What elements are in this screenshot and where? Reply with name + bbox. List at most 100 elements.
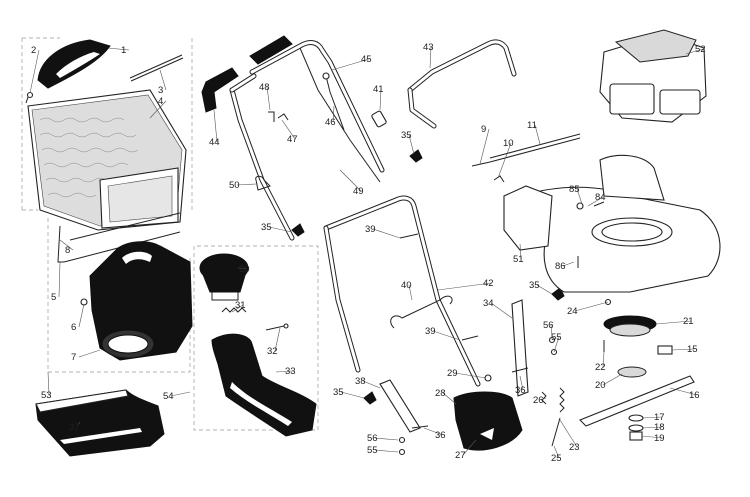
- callout-leader-27: [462, 439, 477, 456]
- callout-label-6: 6: [71, 322, 76, 333]
- callout-label-18: 18: [654, 422, 665, 433]
- adapter-20: [617, 366, 647, 378]
- callout-leader-85: [576, 188, 583, 205]
- callout-label-26: 26: [533, 395, 544, 406]
- callout-leader-5: [58, 261, 61, 298]
- callout-leader-35: [268, 226, 293, 233]
- knob-35-c: [363, 391, 377, 405]
- callout-label-10: 10: [503, 138, 514, 149]
- callout-leader-48: [266, 86, 271, 111]
- bolt-84: [593, 201, 605, 207]
- callout-leader-44: [213, 109, 218, 143]
- callout-leader-49: [339, 169, 362, 192]
- callout-label-51: 51: [513, 254, 524, 265]
- callout-leader-7: [78, 349, 101, 358]
- callout-leader-55: [374, 449, 399, 453]
- bracket-25: [551, 417, 561, 447]
- callout-label-53: 53: [41, 390, 52, 401]
- callout-label-21: 21: [683, 316, 694, 327]
- callout-label-35: 35: [261, 222, 272, 233]
- handle-bracket-right-34: [511, 299, 529, 397]
- callout-label-56: 56: [367, 433, 378, 444]
- callout-leader-50: [236, 183, 257, 186]
- cable-part: [322, 72, 345, 131]
- callout-label-55: 55: [551, 332, 562, 343]
- engine-part: [599, 29, 707, 123]
- callout-leader-22: [602, 351, 605, 368]
- washer-17: [628, 414, 644, 422]
- upper-handle-part: [229, 40, 385, 241]
- callout-leader-6: [78, 303, 85, 328]
- callout-label-17: 17: [654, 412, 665, 423]
- callout-leader-33: [275, 370, 294, 373]
- callout-leader-28: [442, 392, 457, 405]
- callout-leader-41: [379, 88, 382, 111]
- bolt-19: [629, 431, 643, 441]
- mulch-spring-part: [221, 307, 247, 313]
- bolt-36-left: [411, 425, 429, 429]
- washer-18: [628, 424, 644, 432]
- callout-leader-24: [574, 301, 609, 312]
- callout-leader-8: [59, 239, 74, 251]
- callout-leader-31: [231, 304, 244, 313]
- handle-bracket-47: [277, 113, 289, 121]
- callout-leader-25: [553, 445, 560, 459]
- callout-label-41: 41: [373, 84, 384, 95]
- callout-leader-29: [454, 372, 487, 379]
- callout-label-4: 4: [158, 96, 163, 107]
- callout-label-15: 15: [687, 344, 698, 355]
- callout-label-28: 28: [435, 388, 446, 399]
- callout-label-20: 20: [595, 380, 606, 391]
- callout-leader-32: [274, 327, 281, 352]
- callout-leader-37: [76, 421, 81, 428]
- callout-label-27: 27: [455, 450, 466, 461]
- callout-label-48: 48: [259, 82, 270, 93]
- callout-label-47: 47: [287, 134, 298, 145]
- callout-leader-23: [559, 419, 578, 448]
- deck-rear-housing-51: [503, 185, 553, 251]
- callout-label-49: 49: [353, 186, 364, 197]
- callout-leader-26: [540, 397, 547, 401]
- cable-clip-part: [371, 110, 387, 128]
- callout-label-3: 3: [158, 85, 163, 96]
- callout-leader-38: [362, 380, 381, 389]
- callout-label-36: 36: [515, 385, 526, 396]
- lower-handle-bolt-39b: [461, 335, 479, 341]
- callout-leader-1: [107, 47, 130, 51]
- callout-leader-18: [641, 426, 663, 429]
- callout-label-30: 30: [239, 264, 250, 275]
- callout-label-35: 35: [401, 130, 412, 141]
- bag-handle-part: [37, 39, 111, 89]
- callout-leader-35: [408, 134, 415, 155]
- callout-label-22: 22: [595, 362, 606, 373]
- fan-adapter-21: [603, 315, 657, 337]
- callout-leader-19: [641, 435, 663, 439]
- control-bar-part: [407, 39, 517, 129]
- callout-label-38: 38: [355, 376, 366, 387]
- callout-label-84: 84: [595, 192, 606, 203]
- callout-label-39: 39: [365, 224, 376, 235]
- callout-label-19: 19: [654, 433, 665, 444]
- callout-label-7: 7: [71, 352, 76, 363]
- handle-bracket-left-38: [379, 379, 421, 433]
- callout-label-86: 86: [555, 261, 566, 272]
- callout-leader-52: [685, 48, 704, 55]
- spring-23: [559, 387, 565, 413]
- brake-bail-part: [299, 47, 381, 183]
- callout-leader-2: [29, 49, 40, 94]
- callout-label-55: 55: [367, 445, 378, 456]
- callout-label-25: 25: [551, 453, 562, 464]
- callout-leader-39: [372, 228, 401, 239]
- callout-leader-40: [408, 284, 413, 301]
- knob-35-b: [409, 149, 423, 163]
- callout-label-37: 37: [69, 422, 80, 433]
- bolt-9: [471, 161, 491, 167]
- callout-leader-9: [479, 128, 490, 165]
- grass-bag-part: [27, 89, 187, 231]
- rear-discharge-chute-part: [89, 241, 193, 361]
- callout-label-8: 8: [65, 245, 70, 256]
- blade-16: [579, 375, 695, 427]
- handle-bolt-48: [268, 111, 275, 122]
- lower-handle-bolt-39a: [399, 233, 419, 239]
